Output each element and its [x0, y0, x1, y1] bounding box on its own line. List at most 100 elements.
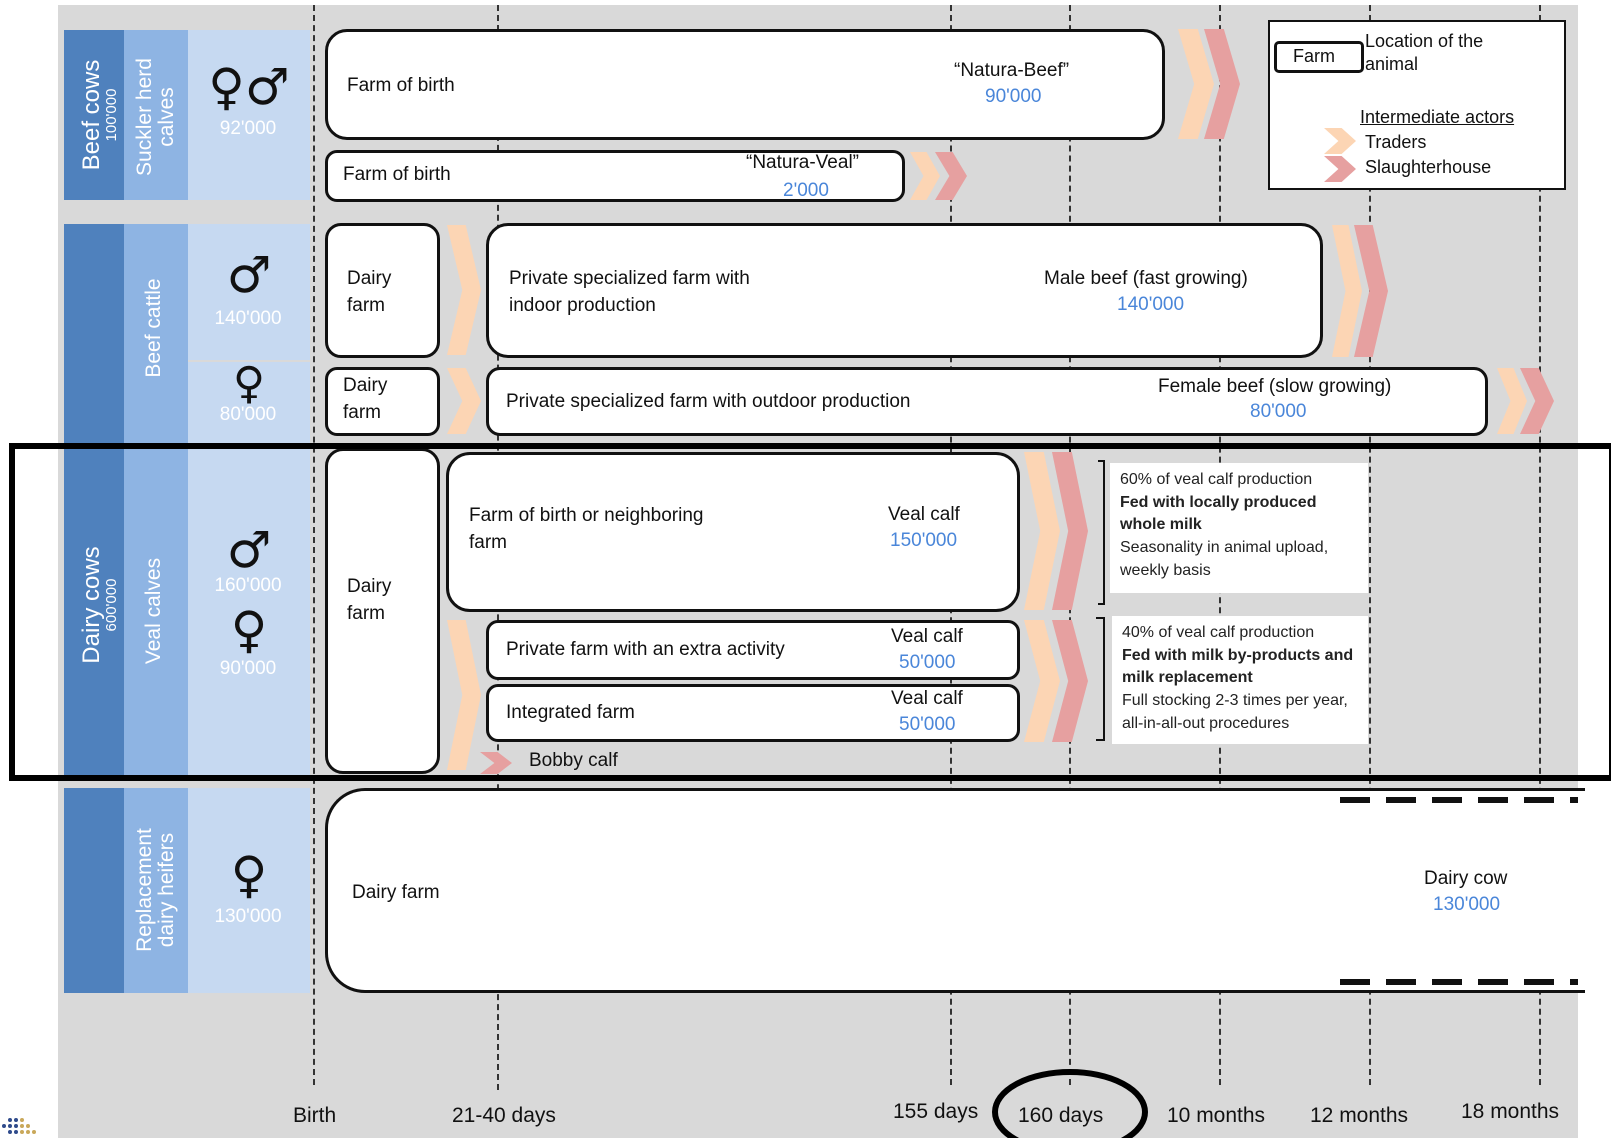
male-beef-count: 140'000: [1117, 294, 1185, 315]
veal-birth-count: 150'000: [890, 530, 958, 551]
timeline-label-155-days: 155 days: [893, 1100, 979, 1123]
trader-chevron: [1024, 620, 1060, 742]
suckler-count-cell: [188, 30, 310, 200]
note-60-percent: 60% of veal calf production Fed with loc…: [1110, 463, 1368, 593]
trader-chevron: [1497, 368, 1527, 434]
male-beef-product: Male beef (fast growing): [1044, 268, 1248, 289]
slaughterhouse-chevron: [1354, 225, 1388, 357]
natura-veal-farm-label: Farm of birth: [343, 164, 451, 185]
veal-birth-product: Veal calf: [888, 504, 960, 525]
suckler-count: 92'000: [219, 118, 277, 139]
bobby-calf-label: Bobby calf: [529, 750, 618, 771]
veal-integrated-farm-label: Integrated farm: [506, 702, 635, 723]
trader-chevron: [910, 152, 940, 200]
heifers-product: Dairy cow: [1424, 868, 1508, 889]
legend-slaughterhouse-chevron: [1324, 156, 1356, 182]
veal-calves-count-cell: [188, 436, 310, 776]
replacement-count-cell: [188, 788, 310, 993]
slaughterhouse-chevron: [1520, 368, 1554, 434]
veal-dairy-farm-label: Dairy farm: [347, 576, 392, 624]
replacement-band: [124, 788, 188, 993]
dairy-cows-band: [64, 436, 124, 776]
timeline-label-12-months: 12 months: [1310, 1104, 1409, 1127]
legend-traders-label: Traders: [1365, 132, 1427, 152]
beef-cows-band: [64, 30, 124, 200]
female-beef-farm-label: Private specialized farm with outdoor pr…: [506, 391, 911, 412]
legend-trader-chevron: [1324, 128, 1356, 154]
natura-veal-box: [325, 150, 905, 202]
veal-integrated-count: 50'000: [899, 714, 956, 735]
suckler-band: [124, 30, 188, 200]
veal-dairy-farm-box: [325, 448, 440, 774]
female-male-symbol: ♀♂: [208, 58, 290, 116]
female-symbol: ♀: [230, 846, 268, 904]
female-beef-count: 80'000: [1250, 401, 1307, 422]
male-symbol: ♂: [226, 521, 272, 579]
beef-cattle-male-cell: [188, 224, 310, 360]
replacement-dark-band: [64, 788, 124, 993]
logo-dots-icon: [2, 1118, 36, 1134]
veal-extra-count: 50'000: [899, 652, 956, 673]
male-beef-dairy-farm-box: [325, 223, 440, 358]
timeline-label-10-months: 10 months: [1167, 1104, 1266, 1127]
female-beef-dairy-farm-label: Dairy farm: [343, 375, 388, 423]
timeline-label-18-months: 18 months: [1461, 1100, 1560, 1123]
veal-male-count: 160'000: [214, 575, 282, 596]
legend-location-label: Location of the animal: [1365, 31, 1484, 75]
timeline-label-21-40-days: 21-40 days: [452, 1104, 556, 1127]
natura-beef-farm-label: Farm of birth: [347, 75, 455, 96]
veal-extra-farm-box: [486, 620, 1020, 680]
timeline-label-160-days: 160 days: [1018, 1104, 1104, 1127]
female-beef-dairy-farm-box: [325, 367, 440, 436]
veal-birth-farm-box: [446, 452, 1020, 612]
female-symbol: ♀: [232, 358, 266, 409]
trader-chevron: [447, 620, 481, 770]
male-beef-farm-box: [486, 223, 1323, 358]
timeline-label-birth: Birth: [293, 1104, 337, 1127]
trader-chevron: [1178, 29, 1214, 139]
veal-calves-band: [124, 436, 188, 776]
veal-extra-farm-label: Private farm with an extra activity: [506, 639, 785, 660]
natura-veal-count: 2'000: [783, 180, 829, 201]
slaughterhouse-chevron: [480, 752, 512, 774]
veal-extra-product: Veal calf: [891, 626, 963, 647]
natura-beef-box: [325, 29, 1165, 140]
slaughterhouse-chevron: [1052, 620, 1088, 742]
beef-cattle-male-count: 140'000: [214, 308, 282, 329]
heifers-dairy-farm-box: [325, 788, 1585, 993]
male-beef-farm-label: Private specialized farm with indoor pro…: [509, 268, 750, 316]
natura-beef-count: 90'000: [985, 86, 1042, 107]
legend-intermediate-label: Intermediate actors: [1360, 107, 1515, 127]
natura-beef-product: “Natura-Beef”: [954, 60, 1070, 81]
legend-farm-label: Farm: [1293, 46, 1335, 66]
timeline-line-12-months: [1369, 5, 1371, 1085]
slaughterhouse-chevron: [1052, 452, 1088, 610]
replacement-count: 130'000: [214, 906, 282, 927]
trader-chevron: [1024, 452, 1060, 610]
veal-integrated-product: Veal calf: [891, 688, 963, 709]
beef-cattle-female-count: 80'000: [219, 404, 277, 425]
timeline-line-birth: [313, 5, 315, 1085]
female-beef-farm-box: [486, 367, 1488, 436]
female-symbol: ♀: [230, 601, 268, 659]
female-beef-product: Female beef (slow growing): [1158, 376, 1392, 397]
male-symbol: ♂: [226, 246, 272, 304]
legend-slaughterhouse-label: Slaughterhouse: [1365, 157, 1492, 177]
male-beef-dairy-farm-label: Dairy farm: [347, 268, 392, 316]
heifers-count: 130'000: [1433, 894, 1501, 915]
trader-chevron: [1332, 225, 1362, 357]
natura-veal-product: “Natura-Veal”: [746, 152, 859, 173]
veal-female-count: 90'000: [219, 658, 277, 679]
beef-cattle-female-cell: [188, 362, 310, 436]
heifers-farm-label: Dairy farm: [352, 882, 440, 903]
note-40-percent: 40% of veal calf production Fed with mil…: [1112, 616, 1368, 744]
veal-birth-farm-label: Farm of birth or neighboring farm: [469, 505, 704, 553]
trader-chevron: [447, 368, 481, 434]
beef-cattle-band: [124, 224, 188, 436]
timeline-line-18-months: [1539, 5, 1541, 1085]
slaughterhouse-chevron: [1204, 29, 1240, 139]
trader-chevron: [447, 225, 481, 355]
slaughterhouse-chevron: [935, 152, 967, 200]
beef-cattle-dark-band: [64, 224, 124, 436]
